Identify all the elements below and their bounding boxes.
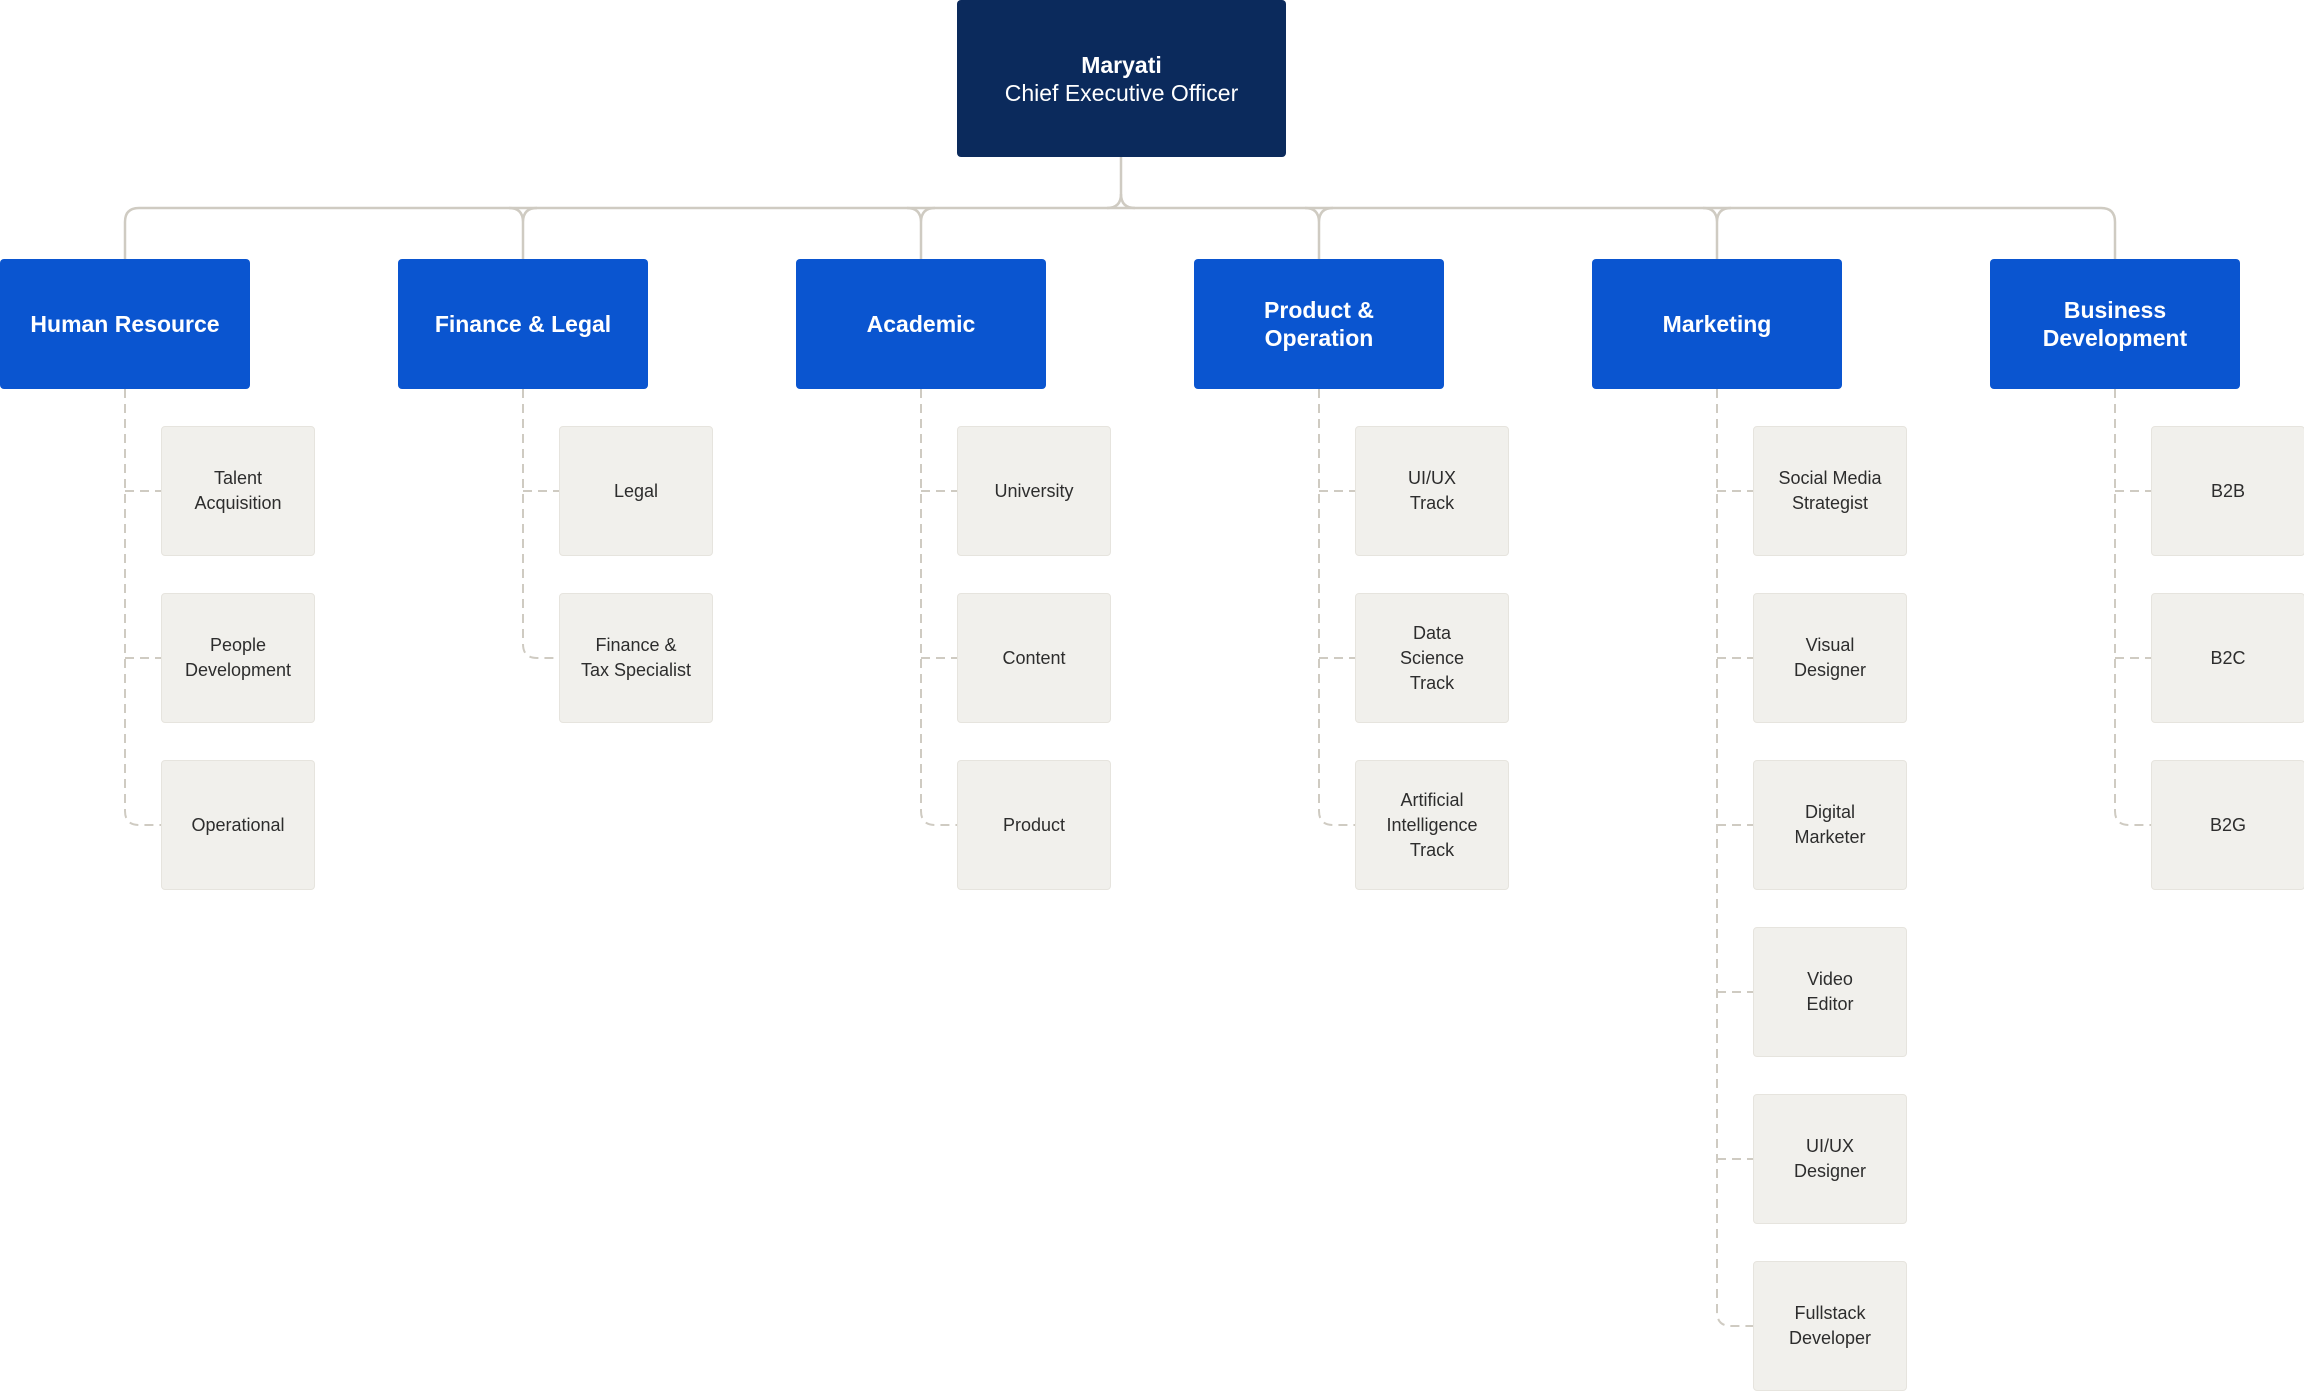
role-label: B2G bbox=[2209, 814, 2247, 835]
role-label: University bbox=[994, 480, 1074, 501]
department-box: Human Resource bbox=[0, 259, 250, 389]
department-label: Human Resource bbox=[30, 311, 220, 337]
role-box: B2C bbox=[2151, 593, 2304, 723]
role-box: Legal bbox=[559, 426, 713, 556]
department-label: Marketing bbox=[1662, 311, 1772, 337]
department-drop-connector bbox=[2100, 206, 2117, 259]
role-box: People Development bbox=[161, 593, 315, 723]
role-label: Operational bbox=[191, 814, 285, 835]
department-box: Business Development bbox=[1990, 259, 2240, 389]
role-label: UI/UX Designer bbox=[1793, 1136, 1867, 1181]
role-box: Talent Acquisition bbox=[161, 426, 315, 556]
role-label: B2C bbox=[2210, 647, 2246, 668]
role-label: B2B bbox=[2210, 480, 2246, 501]
role-box: Video Editor bbox=[1753, 927, 1907, 1057]
role-label: Fullstack Developer bbox=[1788, 1303, 1872, 1348]
role-label: Legal bbox=[613, 480, 659, 501]
ceo-box: Maryati Chief Executive Officer bbox=[957, 0, 1286, 157]
role-box: Social Media Strategist bbox=[1753, 426, 1907, 556]
role-trunk-connector bbox=[920, 389, 957, 826]
department-drop-connector bbox=[906, 206, 936, 259]
role-label: Talent Acquisition bbox=[194, 468, 282, 513]
role-box: Product bbox=[957, 760, 1111, 890]
department-box: Marketing bbox=[1592, 259, 1842, 389]
ceo-stem-connector bbox=[1106, 157, 1123, 210]
department-label: Academic bbox=[866, 311, 976, 337]
role-label: Social Media Strategist bbox=[1778, 468, 1882, 513]
department-label: Finance & Legal bbox=[434, 311, 612, 337]
role-label: People Development bbox=[184, 635, 292, 680]
role-box: B2G bbox=[2151, 760, 2304, 890]
role-label: UI/UX Track bbox=[1407, 468, 1456, 513]
role-trunk-connector bbox=[2114, 389, 2151, 826]
department-drop-connector bbox=[508, 206, 538, 259]
role-trunk-connector bbox=[1716, 389, 1753, 1327]
role-label: Video Editor bbox=[1806, 969, 1854, 1014]
role-label: Visual Designer bbox=[1793, 635, 1867, 680]
role-label: Data Science Track bbox=[1399, 622, 1465, 693]
department-drop-connector bbox=[1304, 206, 1334, 259]
ceo-title: Chief Executive Officer bbox=[1004, 79, 1239, 106]
role-label: Artificial Intelligence Track bbox=[1386, 789, 1478, 860]
role-box: Operational bbox=[161, 760, 315, 890]
role-box: Finance & Tax Specialist bbox=[559, 593, 713, 723]
role-box: Digital Marketer bbox=[1753, 760, 1907, 890]
department-box: Academic bbox=[796, 259, 1046, 389]
department-box: Finance & Legal bbox=[398, 259, 648, 389]
role-box: Visual Designer bbox=[1753, 593, 1907, 723]
role-box: UI/UX Track bbox=[1355, 426, 1509, 556]
role-label: Digital Marketer bbox=[1794, 802, 1866, 847]
department-drop-connector bbox=[1702, 206, 1732, 259]
role-box: B2B bbox=[2151, 426, 2304, 556]
department-label: Product & Operation bbox=[1264, 297, 1374, 351]
role-label: Finance & Tax Specialist bbox=[580, 635, 692, 680]
department-box: Product & Operation bbox=[1194, 259, 1444, 389]
department-drop-connector bbox=[123, 206, 140, 259]
role-trunk-connector bbox=[124, 389, 161, 826]
role-box: Data Science Track bbox=[1355, 593, 1509, 723]
role-trunk-connector bbox=[522, 389, 559, 659]
role-box: Fullstack Developer bbox=[1753, 1261, 1907, 1391]
role-box: Artificial Intelligence Track bbox=[1355, 760, 1509, 890]
role-label: Product bbox=[1002, 814, 1066, 835]
role-label: Content bbox=[1002, 647, 1066, 668]
role-trunk-connector bbox=[1318, 389, 1355, 826]
role-box: Content bbox=[957, 593, 1111, 723]
department-label: Business Development bbox=[2042, 297, 2188, 351]
role-box: UI/UX Designer bbox=[1753, 1094, 1907, 1224]
role-box: University bbox=[957, 426, 1111, 556]
ceo-stem-connector bbox=[1119, 193, 1136, 210]
ceo-name: Maryati bbox=[1081, 51, 1162, 78]
